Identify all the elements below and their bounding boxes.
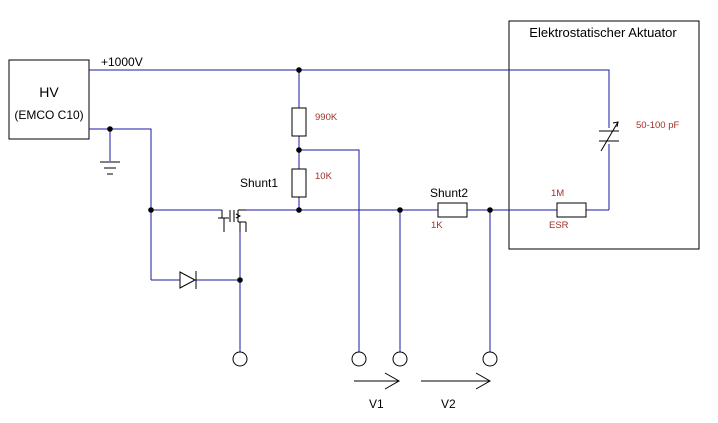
terminal-gnd xyxy=(232,351,248,367)
terminal-common xyxy=(392,351,408,367)
v2-label: V2 xyxy=(441,397,456,411)
hv-source-box xyxy=(8,59,90,140)
mosfet-icon xyxy=(218,209,247,232)
variable-capacitor-icon xyxy=(599,121,619,152)
shunt2-value: 1K xyxy=(431,220,443,231)
voltage-arrow-v2-icon xyxy=(421,372,492,390)
terminal-v2-plus xyxy=(482,351,498,367)
shunt1-value: 10K xyxy=(315,171,333,182)
resistor-shunt1 xyxy=(291,168,307,198)
esr-value: 1M xyxy=(551,188,564,199)
shunt2-name: Shunt2 xyxy=(430,186,468,200)
resistor-990k-value: 990K xyxy=(315,112,338,123)
measurement-terminals xyxy=(232,351,498,367)
junctions xyxy=(107,67,493,283)
hv-source-name: HV xyxy=(39,84,59,100)
hv-source-model: (EMCO C10) xyxy=(14,108,83,122)
v1-label: V1 xyxy=(369,397,384,411)
shunt1-name: Shunt1 xyxy=(240,176,278,190)
diode-icon xyxy=(179,271,197,289)
actuator-title: Elektrostatischer Aktuator xyxy=(529,25,677,40)
capacitor-value: 50-100 pF xyxy=(636,120,680,131)
voltage-arrow-v1-icon xyxy=(354,372,401,390)
resistor-shunt2 xyxy=(437,202,468,218)
terminal-v1-plus xyxy=(351,351,367,367)
wires xyxy=(89,69,610,352)
ground-icon xyxy=(100,161,120,175)
resistor-esr xyxy=(556,202,587,218)
esr-name: ESR xyxy=(549,220,569,231)
supply-voltage-label: +1000V xyxy=(101,55,143,69)
actuator-box xyxy=(508,20,700,250)
resistor-990k xyxy=(291,107,307,137)
